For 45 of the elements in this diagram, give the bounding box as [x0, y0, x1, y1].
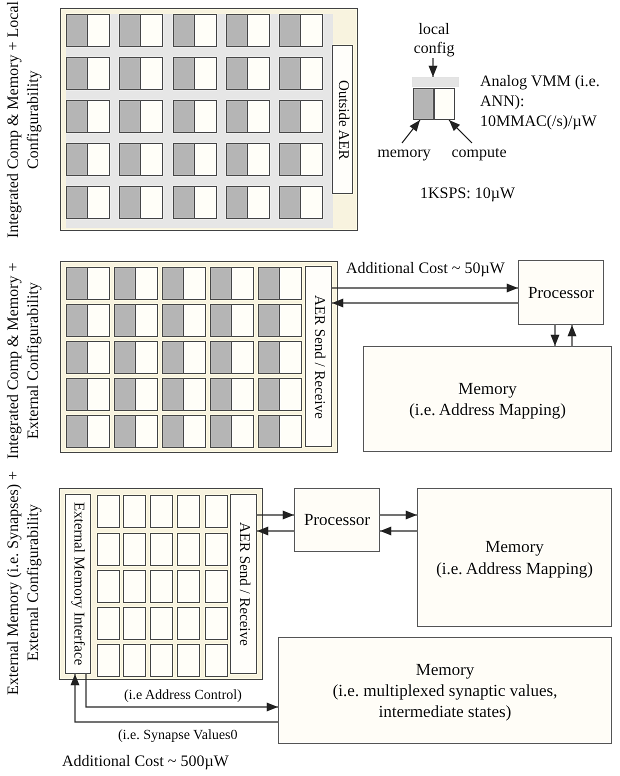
memory-cell — [413, 88, 434, 120]
box-text: (i.e. Address Mapping) — [436, 558, 593, 579]
arrow — [332, 298, 518, 308]
box-text: (i.e. multiplexed synaptic values, intermediate states) — [332, 680, 558, 722]
arrow — [448, 120, 472, 144]
compute-cell — [434, 88, 455, 120]
interface-bar: AER Send / Receive — [305, 266, 332, 447]
panel-title: Integrated Comp & Memory + Local Configurability — [4, 0, 43, 240]
box-heading: Memory — [458, 378, 517, 399]
note-text: Additional Cost ~ 500µW — [62, 752, 230, 772]
note-text: Analog VMM (i.e. ANN): 10MMAC(/s)/µW — [480, 72, 601, 132]
note-text: 1KSPS: 10µW — [420, 184, 516, 204]
arrow — [380, 526, 417, 536]
arrow — [428, 58, 438, 77]
arrow — [402, 120, 420, 144]
arrow — [70, 674, 278, 723]
annotation-text: local config — [403, 20, 465, 58]
chip-panel — [60, 261, 338, 453]
annotation-text: memory — [372, 143, 436, 163]
arrow — [380, 510, 417, 520]
panel-title: External Memory (i.e. Synapses) + External Configurability — [4, 470, 43, 698]
chip-panel — [59, 488, 263, 680]
processor-box: Processor — [294, 488, 380, 552]
arrow — [257, 526, 294, 536]
interface-bar: External Memory Interface — [65, 494, 91, 674]
memory-box — [278, 637, 612, 744]
panel-title: Integrated Comp & Memory + External Configurability — [4, 261, 43, 461]
arrow — [257, 510, 294, 520]
arrow — [550, 325, 560, 346]
config-strip — [412, 77, 459, 87]
processor-box: Processor — [518, 260, 604, 325]
arrow — [85, 674, 278, 712]
box-heading: Memory — [416, 658, 474, 680]
box-heading: Memory — [485, 536, 544, 558]
interface-bar: AER Send / Receive — [230, 494, 257, 674]
annotation-text: compute — [446, 143, 512, 163]
box-text: (i.e. Address Mapping) — [409, 399, 566, 420]
arrow — [568, 325, 576, 346]
arrow — [332, 284, 518, 292]
edge-label: (i.e. Synapse Values0 — [118, 728, 238, 745]
edge-label: (i.e Address Control) — [124, 688, 242, 705]
memory-box — [417, 488, 612, 627]
interface-bar: Outside AER — [332, 45, 353, 194]
memory-box — [363, 346, 612, 452]
edge-label: Additional Cost ~ 50µW — [346, 259, 505, 278]
